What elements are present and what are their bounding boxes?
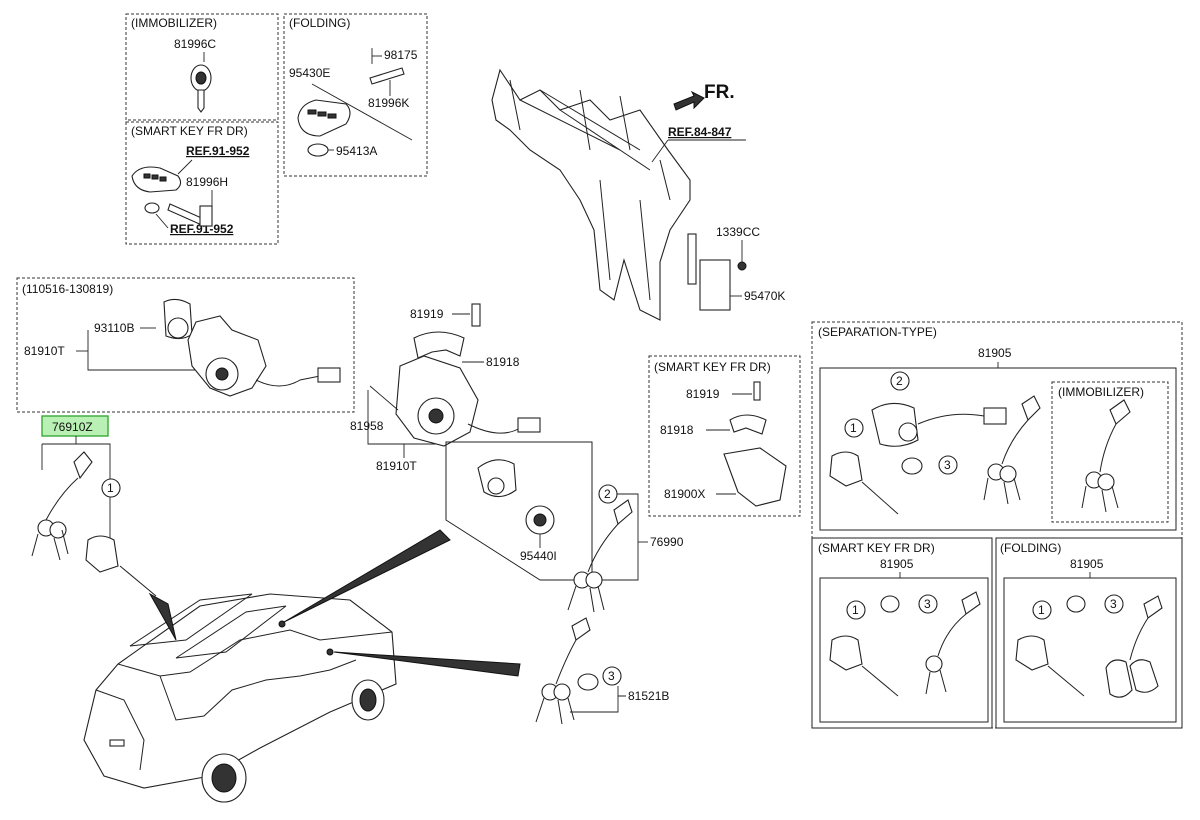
- folding-box-top: (FOLDING) 95430E 98175 81996K 95413A: [283, 13, 428, 177]
- ignition-switch-icon-b: [369, 303, 541, 447]
- section-label-date-range: (110516-130819): [22, 282, 113, 296]
- key-set-icon-center: [567, 499, 633, 613]
- part-label-81918-b[interactable]: 81918: [660, 423, 694, 437]
- callout-1-76910Z: [101, 478, 121, 498]
- smart-key-box-mid: (SMART KEY FR DR) 81919 81918 81900X: [648, 355, 801, 517]
- part-label-95440I[interactable]: 95440I: [520, 549, 557, 563]
- part-label-95413A[interactable]: 95413A: [336, 144, 377, 158]
- cylinder-cap-icon: [525, 505, 555, 535]
- folding-cylinder-icon: [1015, 595, 1086, 697]
- callout-2-label-b: 2: [896, 374, 903, 388]
- section-label-immobilizer-sep: (IMMOBILIZER): [1058, 385, 1144, 399]
- folding-keys-icon: [1105, 595, 1163, 698]
- part-label-81919-a[interactable]: 81919: [410, 307, 444, 321]
- part-label-76910Z[interactable]: 76910Z: [52, 420, 93, 434]
- dashboard-frame: [491, 68, 747, 321]
- smart-key-box-top: (SMART KEY FR DR) REF.91-952 81996H REF.…: [125, 121, 279, 245]
- part-label-98175[interactable]: 98175: [384, 48, 418, 62]
- callout-3-81521B: [602, 666, 622, 686]
- smart-key-keys-icon: [925, 591, 981, 695]
- part-label-81910T-a[interactable]: 81910T: [24, 344, 65, 358]
- smart-key-cylinder-icon: [829, 595, 900, 697]
- lock-cylinder-icon: [477, 459, 517, 498]
- separation-type-box: (SEPARATION-TYPE) 81905 (IMMOBILIZER) 2 …: [811, 321, 1183, 729]
- part-label-95470K[interactable]: 95470K: [744, 289, 785, 303]
- section-label-separation: (SEPARATION-TYPE): [818, 325, 937, 339]
- folding-key-blade-icon: [369, 67, 405, 85]
- callout-3-folding: [1104, 594, 1124, 614]
- part-label-81996C[interactable]: 81996C: [174, 37, 216, 51]
- part-label-81918-a[interactable]: 81918: [486, 355, 520, 369]
- part-label-81521B[interactable]: 81521B: [628, 689, 669, 703]
- callout-1-smart-key: [846, 600, 866, 620]
- part-label-81905-c[interactable]: 81905: [1070, 557, 1104, 571]
- part-label-1339CC[interactable]: 1339CC: [716, 225, 760, 239]
- emergency-key-icon: [167, 203, 213, 227]
- part-label-93110B[interactable]: 93110B: [94, 321, 134, 335]
- front-direction-label: FR.: [704, 82, 735, 103]
- callout-3-label-a: 3: [608, 669, 615, 683]
- folding-battery-icon: [307, 143, 329, 157]
- front-arrow-icon: [673, 90, 705, 111]
- section-label-folding-bottom: (FOLDING): [1000, 541, 1061, 555]
- section-label-folding-top: (FOLDING): [289, 16, 350, 30]
- key-set-icon-left: [31, 451, 93, 561]
- separation-keys-icon: [983, 395, 1041, 505]
- part-label-81996K[interactable]: 81996K: [368, 96, 409, 110]
- ref-label-91-952-b[interactable]: REF.91-952: [170, 222, 234, 236]
- callout-1-label-c: 1: [852, 603, 859, 617]
- immobilizer-keys-icon: [1081, 399, 1131, 513]
- callout-3-smart-key: [918, 594, 938, 614]
- part-label-81919-b[interactable]: 81919: [686, 387, 720, 401]
- battery-icon: [144, 202, 160, 214]
- callout-1-separation: [844, 418, 864, 438]
- callout-3-label-c: 3: [924, 597, 931, 611]
- part-label-81905-b[interactable]: 81905: [880, 557, 914, 571]
- callout-3-label-b: 3: [944, 458, 951, 472]
- date-range-box: (110516-130819) 93110B 81910T: [16, 277, 355, 413]
- callout-3-separation: [938, 455, 958, 475]
- separation-cap-icon: [901, 457, 923, 475]
- vehicle-illustration: [83, 593, 397, 803]
- ref-label-91-952-a[interactable]: REF.91-952: [186, 144, 250, 158]
- door-lock-cylinder-icon-left: [85, 535, 157, 597]
- part-label-81958[interactable]: 81958: [350, 419, 384, 433]
- part-label-81910T-b[interactable]: 81910T: [376, 459, 417, 473]
- callout-2-separation: [890, 371, 910, 391]
- trunk-lock-icon: [577, 673, 599, 691]
- key-set-icon-lower: [535, 617, 591, 725]
- smart-key-bracket-icon: [723, 381, 787, 507]
- callout-3-label-d: 3: [1110, 597, 1117, 611]
- part-label-95430E[interactable]: 95430E: [289, 66, 330, 80]
- callout-2-label-a: 2: [604, 487, 611, 501]
- separation-cylinder-icon: [829, 451, 899, 515]
- section-label-smart-key-mid: (SMART KEY FR DR): [654, 360, 771, 374]
- callout-1-label-a: 1: [107, 481, 114, 495]
- ref-label-84-847[interactable]: REF.84-847: [668, 125, 732, 139]
- folding-key-body-icon: [297, 99, 351, 137]
- section-label-smart-key-top: (SMART KEY FR DR): [131, 124, 248, 138]
- part-label-76990[interactable]: 76990: [650, 535, 684, 549]
- separation-switch-icon: [871, 402, 1007, 447]
- callout-1-label-d: 1: [1038, 603, 1045, 617]
- pointer-wedges: [148, 529, 521, 677]
- section-label-smart-key-bottom: (SMART KEY FR DR): [818, 541, 935, 555]
- callout-1-label-b: 1: [850, 421, 857, 435]
- smart-key-fob-icon: [131, 166, 182, 193]
- part-label-81905-a[interactable]: 81905: [978, 346, 1012, 360]
- highlight-76910Z: [41, 415, 109, 437]
- callout-1-folding: [1032, 600, 1052, 620]
- immobilizer-box: (IMMOBILIZER) 81996C: [125, 13, 279, 121]
- part-label-81900X[interactable]: 81900X: [664, 487, 705, 501]
- ignition-switch-icon-a: [163, 298, 341, 397]
- blank-key-icon: [190, 64, 212, 113]
- part-label-81996H[interactable]: 81996H: [186, 175, 228, 189]
- cylinder-detail-box: 95440I: [445, 441, 593, 581]
- section-label-immobilizer: (IMMOBILIZER): [131, 16, 217, 30]
